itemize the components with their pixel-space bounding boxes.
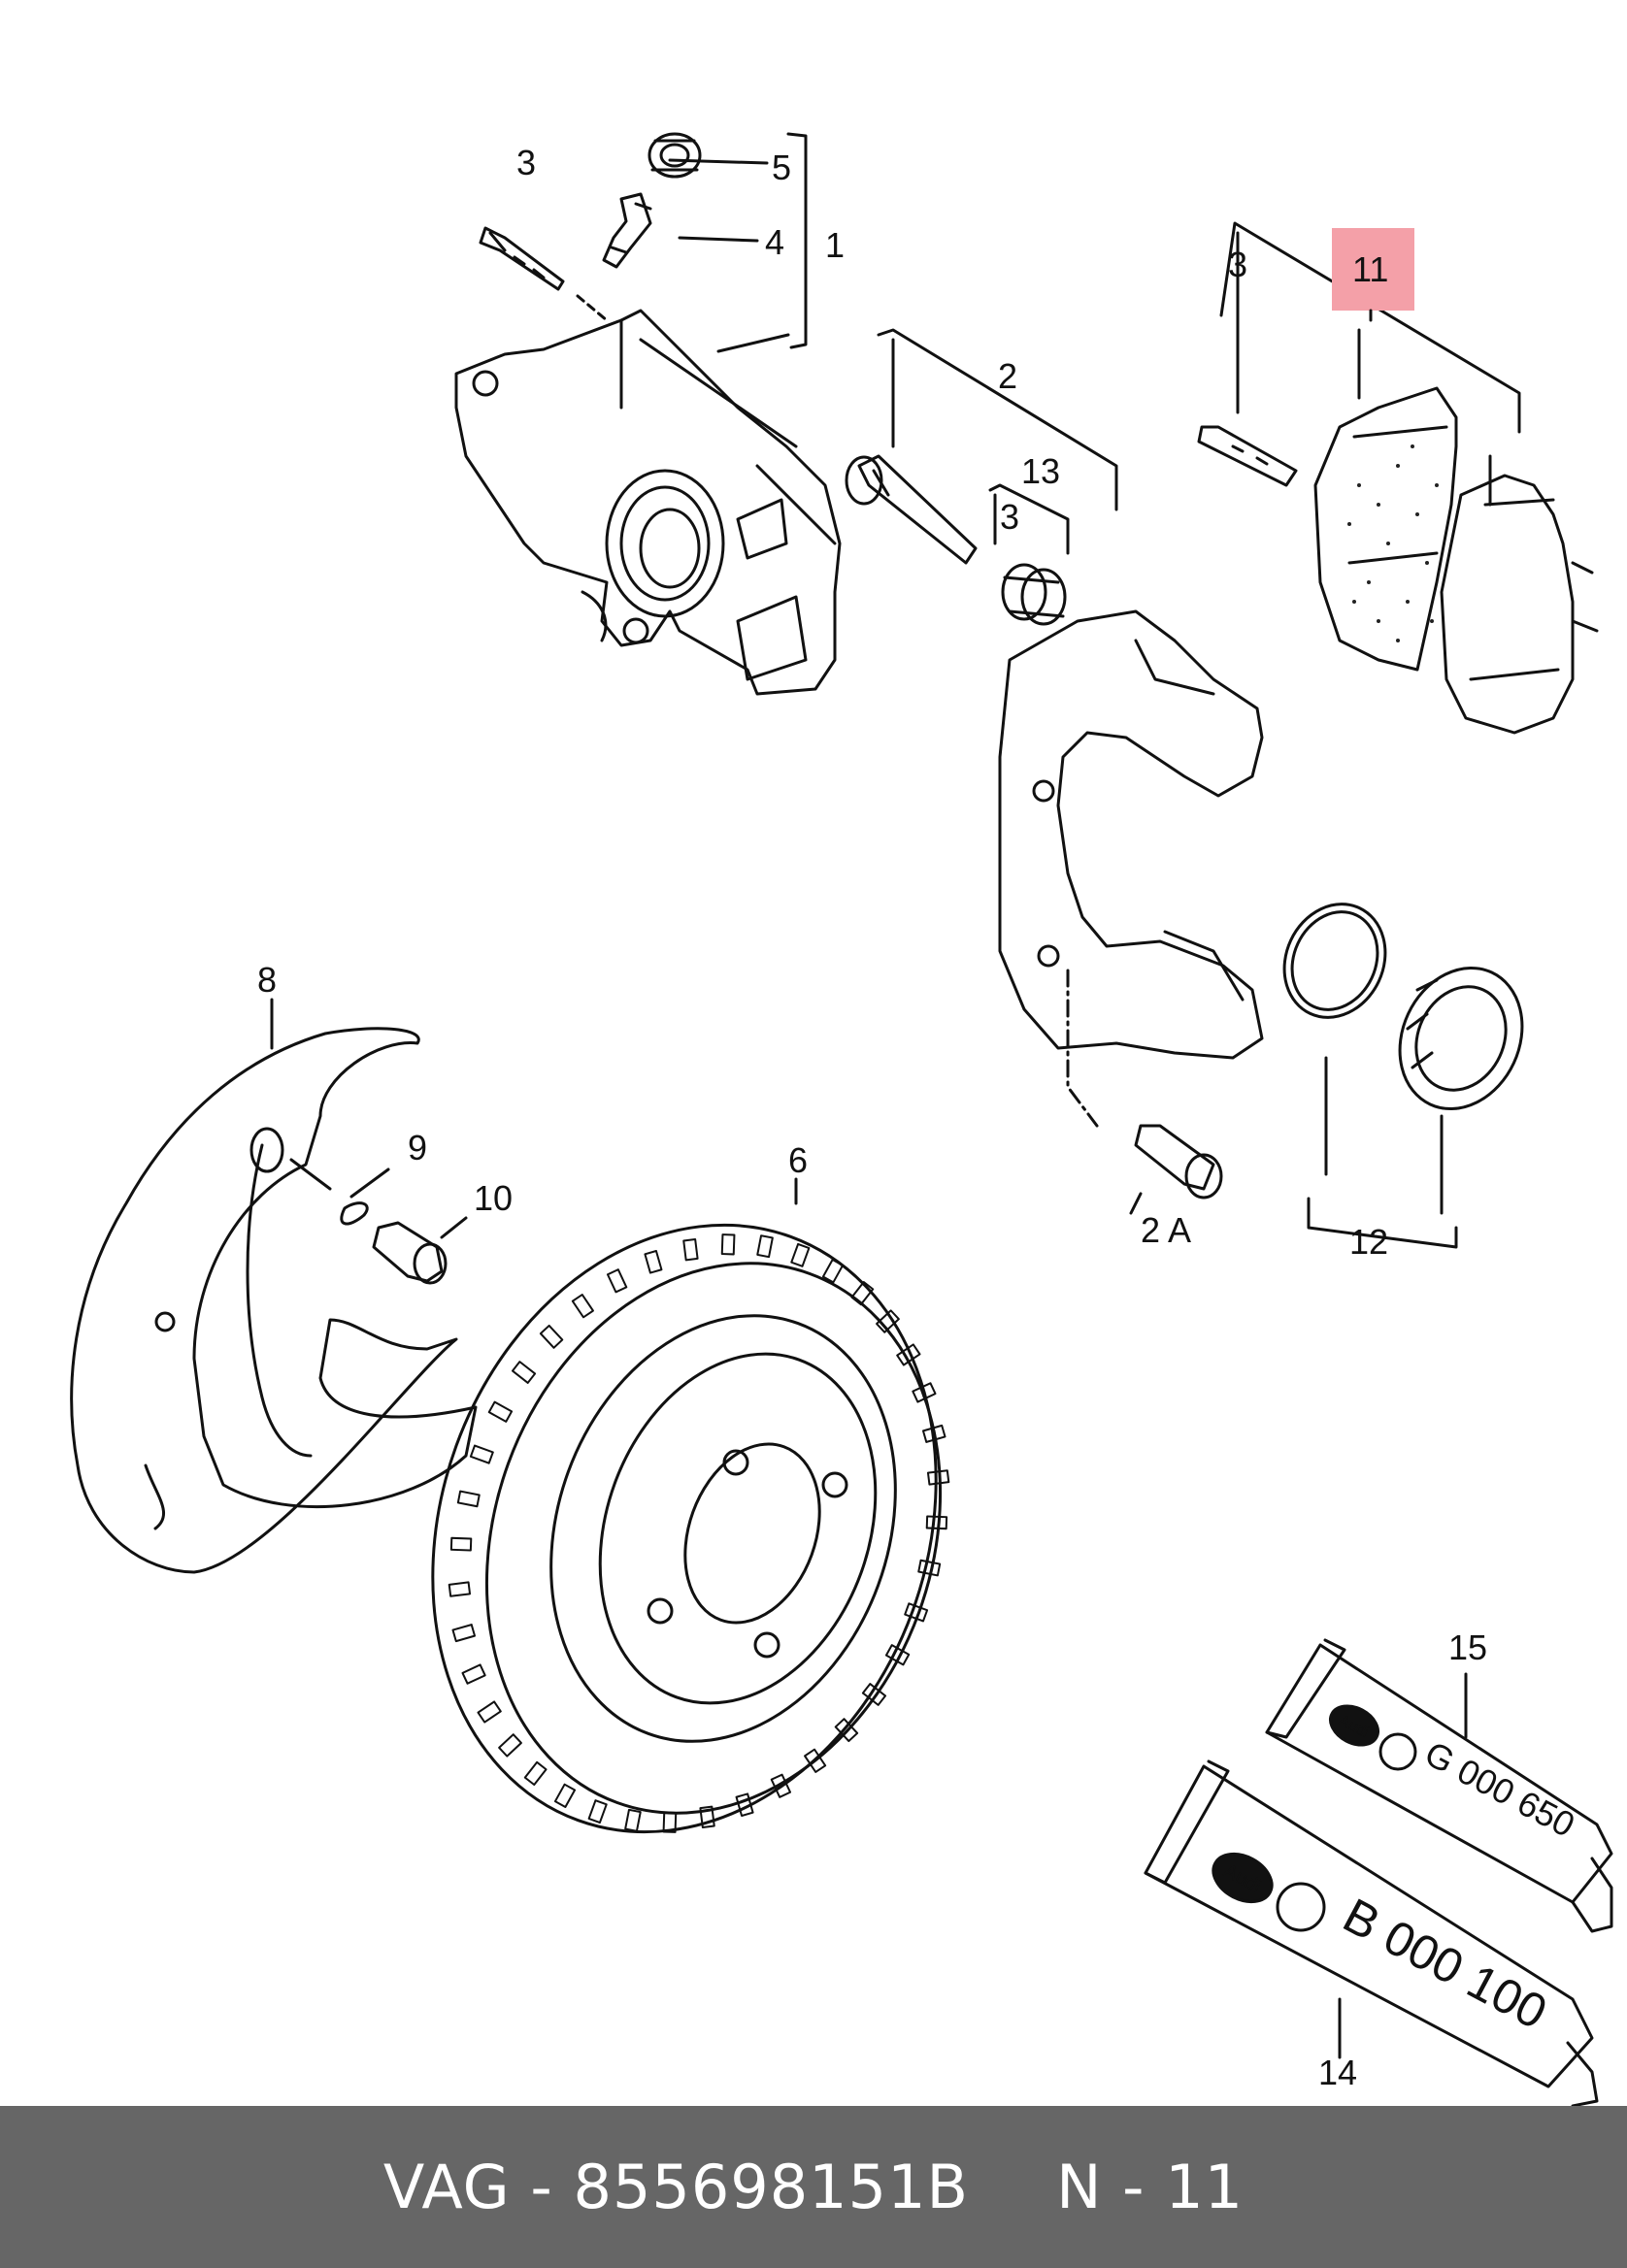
footer-separator: - [510, 2152, 574, 2222]
disc-vent-slot [461, 1663, 486, 1685]
disc-vent-slot [511, 1361, 537, 1384]
disc-vent-slot [804, 1748, 827, 1773]
callout-2A[interactable]: 2 A [1141, 1210, 1191, 1250]
disc-vent-slot [587, 1799, 608, 1824]
caliper-housing [454, 309, 842, 696]
caliper-carrier [998, 609, 1264, 1060]
tube-14-code: B 000 100 [1335, 1888, 1556, 2039]
callout-2[interactable]: 2 [998, 356, 1017, 396]
disc-vent-slot [876, 1309, 900, 1333]
callout-5[interactable]: 5 [772, 148, 791, 187]
disc-vent-slot [469, 1444, 494, 1464]
disc-vent-slot [884, 1644, 911, 1666]
disc-vent-slot [451, 1624, 477, 1643]
footer-position: N - 11 [1056, 2152, 1245, 2222]
grease-tube-15 [1265, 1638, 1613, 1933]
callout-11[interactable]: 11 [1352, 249, 1388, 289]
disc-vent-slot [571, 1294, 594, 1319]
callout-15[interactable]: 15 [1448, 1627, 1487, 1667]
bolt-10 [372, 1221, 448, 1285]
disc-vent-slot [735, 1792, 754, 1817]
disc-vent-slot [448, 1581, 472, 1597]
disc-vent-slot [821, 1259, 845, 1284]
brake-pad-set-11 [1313, 386, 1599, 735]
disc-vent-slot [861, 1683, 887, 1706]
footer-brand: VAG [382, 2152, 511, 2222]
disc-vent-slot [790, 1242, 811, 1267]
disc-vent-slot [904, 1602, 929, 1623]
disc-vent-slot [770, 1773, 792, 1798]
disc-vent-slot [449, 1536, 473, 1552]
disc-vent-slot [917, 1559, 942, 1577]
grease-tube-14 [1144, 1759, 1599, 2106]
disc-vent-slot [477, 1700, 502, 1724]
callout-8[interactable]: 8 [257, 960, 277, 1000]
guide-pin-2 [845, 454, 978, 565]
disc-vent-slot [606, 1268, 628, 1294]
callout-12[interactable]: 12 [1349, 1222, 1388, 1262]
callout-1[interactable]: 1 [825, 225, 845, 265]
highlight-box [1332, 228, 1414, 311]
footer-part-number: 855698151B [573, 2152, 970, 2222]
disc-vent-slot [720, 1233, 736, 1256]
seal-kit-12 [1282, 903, 1524, 1111]
disc-vent-slot [756, 1234, 774, 1259]
disc-vent-slot [926, 1469, 950, 1486]
disc-vent-slot [523, 1760, 548, 1786]
disc-vent-slot [699, 1805, 715, 1828]
disc-vent-slot [644, 1250, 663, 1274]
disc-vent-slot [921, 1424, 946, 1443]
clip-9 [340, 1201, 369, 1226]
disc-vent-slot [925, 1515, 948, 1530]
bolt-2A [1134, 1124, 1223, 1200]
disc-vent-slot [662, 1811, 678, 1833]
callout-4[interactable]: 4 [765, 222, 784, 262]
disc-vent-slot [834, 1718, 859, 1743]
callout-3[interactable]: 3 [516, 143, 536, 182]
footer-bar: VAG - 855698151B N - 11 [0, 2106, 1627, 2268]
disc-vent-slot [682, 1238, 699, 1262]
disc-vent-slot [624, 1808, 642, 1832]
bushing-13 [1001, 563, 1067, 626]
disc-vent-slot [553, 1783, 577, 1808]
callout-3-bushing[interactable]: 3 [1000, 497, 1019, 537]
callout-13[interactable]: 13 [1021, 451, 1060, 491]
callout-6[interactable]: 6 [788, 1140, 808, 1180]
disc-vent-slot [498, 1733, 522, 1758]
disc-vent-slot [912, 1382, 937, 1403]
brake-disc-6 [431, 1223, 950, 1834]
disc-vent-slot [539, 1324, 564, 1349]
callout-3-pad[interactable]: 3 [1228, 245, 1247, 284]
callout-14[interactable]: 14 [1318, 2053, 1357, 2092]
parts-diagram: Audi G 000 650 Audi B 000 100 5 4 1 3 2 … [70, 132, 1613, 2106]
splash-shield-8 [70, 1027, 478, 1574]
disc-vent-slot [896, 1343, 921, 1366]
dust-cap-5 [647, 132, 702, 179]
bolt-3-right [1197, 425, 1298, 487]
callout-9[interactable]: 9 [408, 1128, 427, 1167]
disc-vent-slot [487, 1400, 514, 1423]
disc-vent-slot [850, 1281, 875, 1306]
disc-vent-slot [456, 1490, 481, 1508]
callout-10[interactable]: 10 [474, 1178, 513, 1218]
bolt-3-left [479, 226, 609, 322]
tube-15-code: G 000 650 [1418, 1733, 1581, 1845]
bleeder-screw-4 [602, 192, 652, 269]
